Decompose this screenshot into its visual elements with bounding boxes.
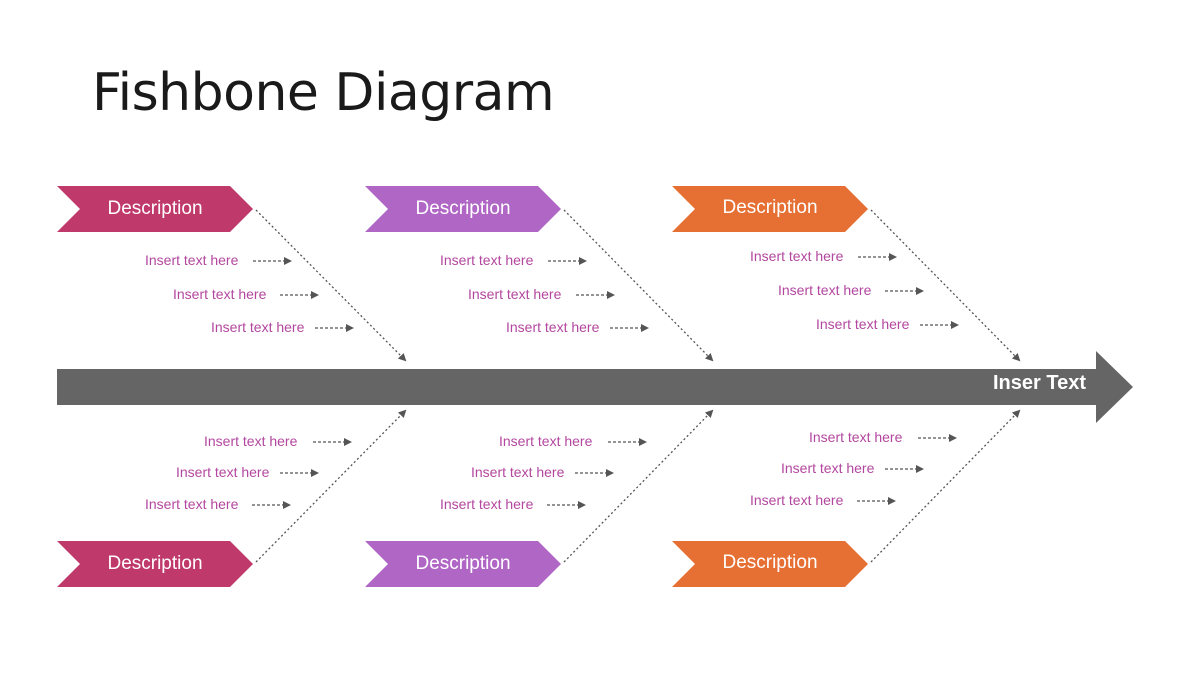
sub-cause-text: Insert text here [809, 429, 903, 445]
sub-cause-text: Insert text here [145, 496, 239, 512]
cause-label-top-2: Description [415, 198, 511, 219]
cause-chevron-bottom-2 [365, 541, 561, 587]
bone-top-1 [255, 209, 407, 362]
bone-bottom-3 [870, 409, 1021, 563]
sub-cause-text: Insert text here [211, 319, 305, 335]
cause-label-bottom-2: Description [415, 553, 511, 574]
bone-bottom-2 [563, 409, 714, 563]
sub-cause-text: Insert text here [781, 460, 875, 476]
cause-label-bottom-3: Description [722, 552, 818, 573]
bone-bottom-1 [255, 409, 407, 563]
page-title: Fishbone Diagram [92, 63, 555, 123]
cause-label-top-3: Description [722, 197, 818, 218]
sub-cause-text: Insert text here [750, 492, 844, 508]
cause-chevron-top-3 [672, 186, 868, 232]
sub-cause-text: Insert text here [468, 286, 562, 302]
bone-top-3 [870, 209, 1021, 362]
sub-cause-text: Insert text here [816, 316, 910, 332]
sub-cause-text: Insert text here [440, 252, 534, 268]
spine-arrow [57, 351, 1133, 423]
sub-cause-text: Insert text here [499, 433, 593, 449]
sub-cause-text: Insert text here [176, 464, 270, 480]
effect-label: Inser Text [993, 372, 1086, 394]
cause-label-bottom-1: Description [107, 553, 203, 574]
sub-cause-text: Insert text here [173, 286, 267, 302]
sub-cause-text: Insert text here [471, 464, 565, 480]
bone-top-2 [563, 209, 714, 362]
cause-label-top-1: Description [107, 198, 203, 219]
cause-chevron-bottom-3 [672, 541, 868, 587]
sub-cause-text: Insert text here [145, 252, 239, 268]
sub-cause-text: Insert text here [778, 282, 872, 298]
cause-chevron-top-2 [365, 186, 561, 232]
cause-chevron-bottom-1 [57, 541, 253, 587]
cause-chevron-top-1 [57, 186, 253, 232]
sub-cause-text: Insert text here [750, 248, 844, 264]
sub-cause-text: Insert text here [440, 496, 534, 512]
sub-cause-text: Insert text here [204, 433, 298, 449]
sub-cause-text: Insert text here [506, 319, 600, 335]
